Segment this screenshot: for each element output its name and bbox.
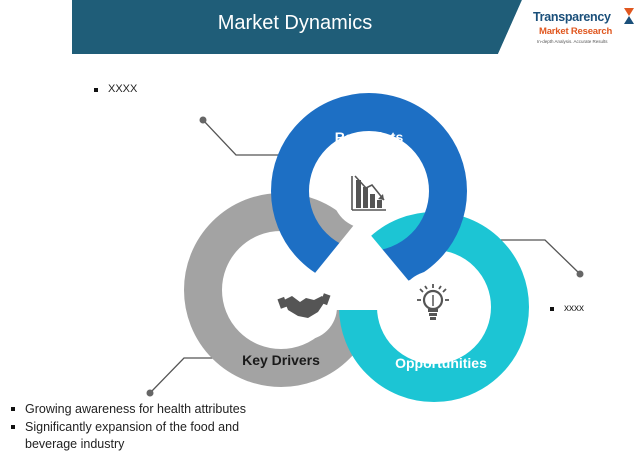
restraints-point: XXXX: [92, 83, 137, 95]
lightbulb-icon: [417, 284, 449, 320]
opportunities-label: Opportunities: [395, 355, 487, 371]
key-driver-point: Growing awareness for health attributes: [9, 401, 269, 418]
logo-mark-icon: [624, 8, 634, 24]
header-banner: [72, 0, 527, 54]
restraints-label: Restraints: [335, 129, 404, 145]
company-logo: Transparency Market Research In-depth An…: [533, 6, 639, 50]
drivers-connector: [149, 357, 226, 394]
restraints-points: XXXX: [92, 83, 137, 95]
declining-bar-chart-icon: [351, 175, 386, 211]
handshake-icon: [277, 293, 331, 318]
key-drivers-label: Key Drivers: [242, 352, 320, 368]
drivers-connector-dot: [146, 389, 154, 397]
logo-tagline: In-depth Analysis. Accurate Results: [537, 39, 608, 44]
page-title: Market Dynamics: [217, 12, 373, 34]
opportunities-connector: [490, 239, 581, 275]
restraints-connector: [202, 119, 284, 156]
logo-brand-subtitle: Market Research: [539, 26, 613, 37]
logo-brand-name: Transparency: [533, 10, 611, 24]
opportunities-point: xxxx: [548, 303, 584, 314]
key-driver-point: Significantly expansion of the food and …: [9, 419, 269, 453]
opportunities-connector-dot: [576, 270, 584, 278]
restraints-connector-dot: [199, 116, 207, 124]
opportunities-points: xxxx: [548, 303, 584, 314]
header-bar: [72, 0, 522, 54]
header-accent-stripe: [498, 0, 527, 54]
key-drivers-points: Growing awareness for health attributes …: [9, 401, 269, 454]
